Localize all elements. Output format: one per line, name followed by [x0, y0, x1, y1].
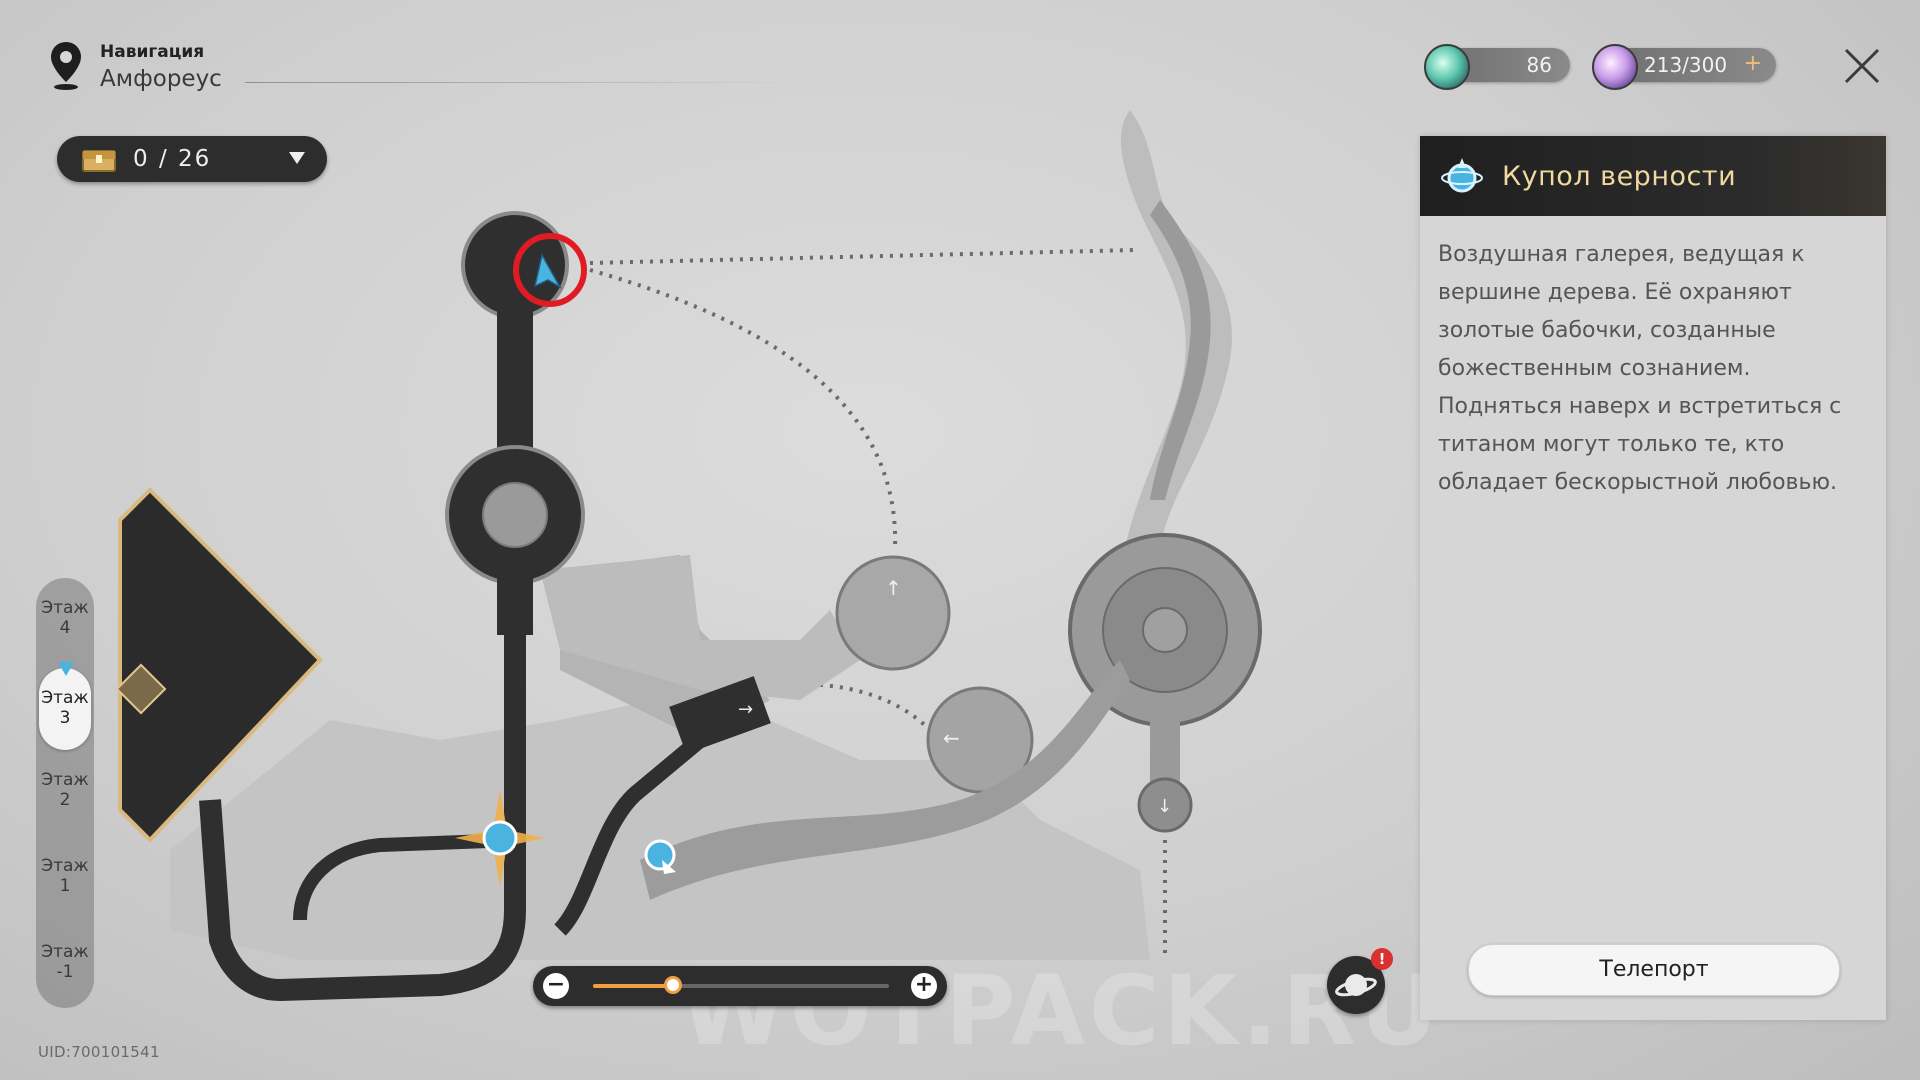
zoom-slider[interactable] — [593, 976, 889, 994]
power-value: 213/300 — [1644, 53, 1728, 77]
map-canvas[interactable]: ↑ ← ↓ → — [0, 0, 1420, 1080]
zoom-out-button[interactable]: − — [543, 973, 569, 999]
svg-text:↓: ↓ — [1157, 796, 1172, 817]
map-room-marker-icon — [115, 663, 167, 715]
notification-badge: ! — [1371, 948, 1393, 970]
floor-item-1[interactable]: Этаж 1 — [41, 856, 89, 896]
svg-text:←: ← — [943, 726, 960, 750]
navigation-title: Навигация — [100, 42, 205, 62]
map-area-lower-terrace — [170, 690, 1150, 960]
map-room-upper-circle — [835, 555, 951, 671]
map-area-tree-branch — [1119, 110, 1232, 620]
floor-item-4[interactable]: Этаж 4 — [41, 598, 89, 638]
treasure-chest-counter[interactable]: 0 / 26 — [57, 136, 327, 182]
svg-text:→: → — [738, 699, 753, 720]
map-area-upper-hall — [540, 555, 860, 700]
player-location-highlight — [513, 233, 587, 307]
zoom-in-button[interactable]: + — [911, 973, 937, 999]
space-anchor-icon[interactable] — [644, 839, 676, 874]
map-path-east-corridor — [554, 712, 744, 936]
star-map-button[interactable]: ! — [1327, 948, 1393, 1014]
player-arrow-icon — [533, 252, 563, 290]
space-anchor-icon — [1441, 158, 1483, 193]
trailblaze-power-icon — [1592, 44, 1638, 90]
add-power-button[interactable]: + — [1743, 51, 1762, 76]
map-area-tree-core — [1150, 200, 1211, 500]
map-dotted-path — [589, 268, 898, 551]
map-dotted-path — [589, 248, 1136, 265]
floor-item-2[interactable]: Этаж 2 — [41, 770, 89, 810]
location-title: Купол верности — [1502, 160, 1737, 192]
navigation-header: Навигация Амфореус — [48, 40, 222, 92]
user-id: UID:700101541 — [38, 1043, 160, 1061]
teleport-waypoint-icon[interactable] — [455, 790, 545, 886]
floor-selector: Этаж 4 Этаж 3 Этаж 2 Этаж 1 Этаж -1 — [36, 578, 94, 1008]
energy-value: 86 — [1526, 53, 1552, 77]
svg-text:↑: ↑ — [885, 576, 902, 600]
energy-orb-icon — [1424, 44, 1470, 90]
location-pin-icon — [51, 42, 81, 90]
floor-item-minus-1[interactable]: Этаж -1 — [41, 942, 89, 982]
map-path-main-corridor — [199, 295, 526, 1001]
close-icon[interactable] — [1840, 44, 1884, 88]
planet-icon — [1335, 974, 1377, 997]
map-area-river — [640, 660, 1130, 900]
info-panel-header: Купол верности — [1420, 136, 1886, 216]
current-floor-marker-icon — [58, 662, 74, 676]
map-path-side-corridor — [293, 833, 516, 921]
map-room-dome-exit — [1137, 777, 1193, 833]
header-divider — [245, 82, 805, 83]
location-info-panel: Купол верности Воздушная галерея, ведуща… — [1420, 136, 1886, 1020]
region-name: Амфореус — [100, 66, 222, 92]
chest-icon — [82, 150, 116, 172]
chevron-down-icon — [289, 152, 305, 164]
location-description: Воздушная галерея, ведущая к вершине дер… — [1438, 242, 1842, 495]
zoom-slider-fill — [593, 984, 673, 988]
map-room-east-gate — [669, 676, 771, 754]
zoom-slider-handle[interactable] — [663, 976, 682, 994]
map-dotted-path — [779, 682, 932, 732]
map-area-dark-room — [118, 487, 323, 843]
chest-count: 0 / 26 — [133, 146, 212, 172]
floor-item-3[interactable]: Этаж 3 — [39, 662, 91, 750]
teleport-button[interactable]: Телепорт — [1468, 944, 1840, 996]
zoom-control: − + — [533, 966, 947, 1006]
map-room-mid-circle — [926, 686, 1034, 794]
